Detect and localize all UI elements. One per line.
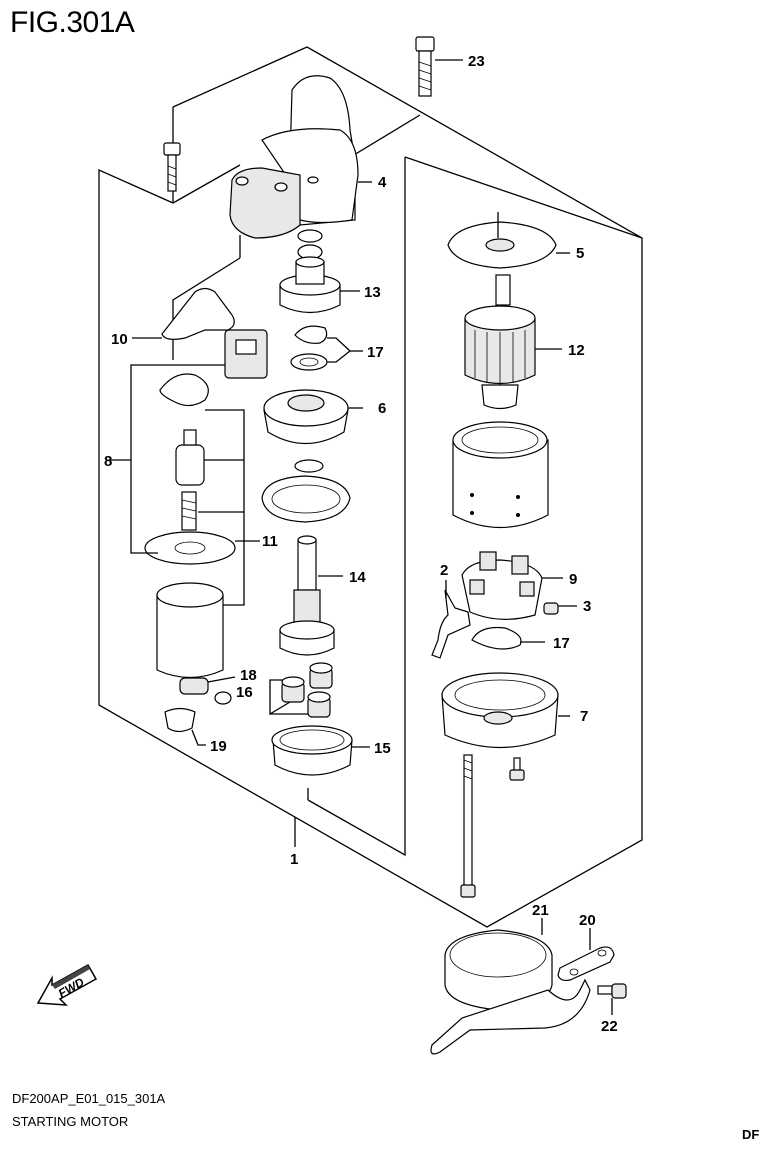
- callout-22: 22: [601, 1018, 618, 1035]
- band-21-icon: [430, 918, 591, 1055]
- planet-gears-16-icon: [269, 662, 333, 718]
- housing-4-icon: [172, 75, 372, 360]
- assembly-outline: [98, 46, 643, 928]
- lever-10-icon: [132, 287, 235, 340]
- plate-5-icon: [447, 212, 570, 269]
- brush-holder-9-icon: [461, 551, 563, 620]
- callout-14: 14: [349, 569, 366, 586]
- screw-icon: [509, 757, 525, 781]
- lead-wire-2-icon: [431, 580, 471, 659]
- yoke-icon: [452, 421, 549, 528]
- figure-name: STARTING MOTOR: [12, 1114, 129, 1129]
- callout-18: 18: [240, 667, 257, 684]
- fwd-arrow-icon: FWD: [36, 963, 98, 1006]
- internal-gear-15-icon: [271, 725, 370, 776]
- armature-12-icon: [464, 274, 562, 410]
- through-bolt-icon: [460, 754, 476, 898]
- cap-19-icon: [164, 707, 206, 746]
- callout-19: 19: [210, 738, 227, 755]
- magnetic-switch-8-icon: [110, 329, 268, 679]
- callout-21: 21: [532, 902, 549, 919]
- callout-5: 5: [576, 245, 584, 262]
- figure-title: FIG.301A: [10, 6, 135, 39]
- callout-3: 3: [583, 598, 591, 615]
- callout-8: 8: [104, 453, 112, 470]
- callout-11: 11: [262, 533, 278, 550]
- callout-10: 10: [111, 331, 128, 348]
- clip-17-icon: [290, 325, 363, 371]
- callout-20: 20: [579, 912, 596, 929]
- callout-17b: 17: [553, 635, 570, 652]
- bolt-23-icon: [415, 36, 463, 97]
- shaft-14-icon: [279, 535, 343, 656]
- callout-9: 9: [569, 571, 577, 588]
- callout-numbers: 1 2 3 4 5 6 7 8 9 10 11 12 13 14 15 16 1…: [104, 53, 618, 1035]
- end-cover-7-icon: [441, 672, 570, 748]
- figure-code: DF200AP_E01_015_301A: [12, 1091, 166, 1106]
- bolt-22-icon: [597, 983, 627, 1015]
- terminal-18-icon: [179, 676, 236, 705]
- callout-12: 12: [568, 342, 585, 359]
- callout-13: 13: [364, 284, 381, 301]
- callout-1: 1: [290, 851, 298, 868]
- washer-17-right-icon: [471, 626, 545, 650]
- gasket-icon: [261, 459, 351, 523]
- callout-4: 4: [378, 174, 387, 191]
- bracket-6-icon: [263, 389, 363, 445]
- callout-16: 16: [236, 684, 253, 701]
- callout-23: 23: [468, 53, 485, 70]
- clamp-20-icon: [557, 928, 615, 982]
- callout-2: 2: [440, 562, 448, 579]
- callout-15: 15: [374, 740, 391, 757]
- callout-17a: 17: [367, 344, 384, 361]
- nut-3-icon: [543, 602, 577, 615]
- o-ring-icon: [297, 229, 323, 260]
- pinion-13-icon: [279, 256, 360, 314]
- callout-7: 7: [580, 708, 588, 725]
- callout-6: 6: [378, 400, 386, 417]
- corner-code: DF: [742, 1127, 760, 1142]
